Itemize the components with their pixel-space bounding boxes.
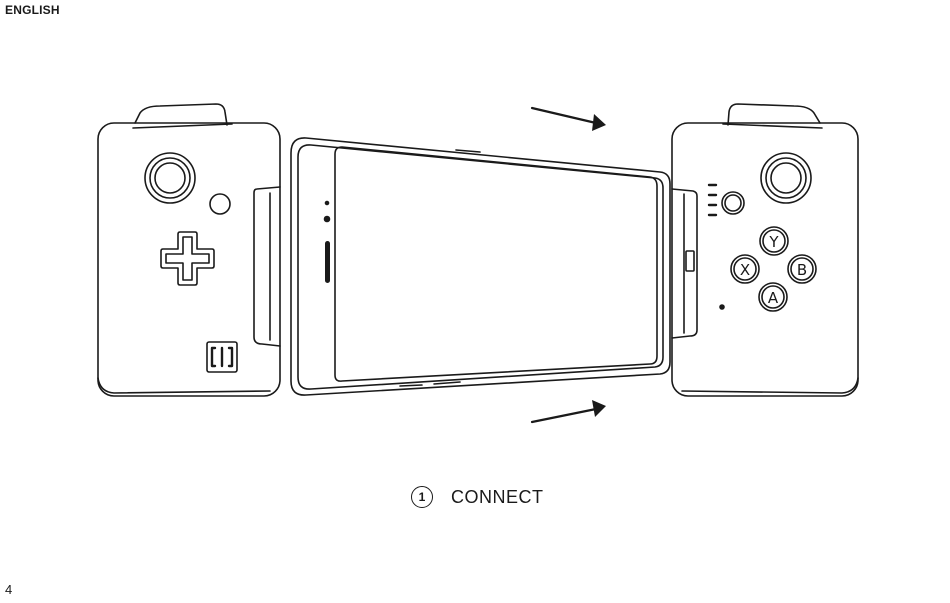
arrow-right-icon bbox=[532, 108, 606, 131]
step-label: CONNECT bbox=[451, 487, 544, 508]
razer-logo-icon bbox=[207, 342, 237, 372]
right-thumbstick bbox=[761, 153, 811, 203]
b-button-label: B bbox=[797, 261, 807, 279]
phone bbox=[291, 138, 670, 395]
dpad bbox=[161, 232, 214, 285]
left-controller bbox=[98, 104, 280, 396]
left-thumbstick bbox=[145, 153, 195, 203]
a-button-label: A bbox=[768, 289, 779, 307]
step-caption: 1 CONNECT bbox=[411, 486, 544, 508]
page-number: 4 bbox=[5, 582, 12, 597]
right-controller: Y X B A bbox=[672, 104, 858, 396]
player-indicator bbox=[709, 185, 716, 215]
left-menu-button bbox=[210, 194, 230, 214]
step-number-badge: 1 bbox=[411, 486, 433, 508]
x-button-label: X bbox=[740, 261, 750, 279]
arrow-right-icon bbox=[532, 400, 606, 422]
y-button-label: Y bbox=[768, 233, 779, 251]
